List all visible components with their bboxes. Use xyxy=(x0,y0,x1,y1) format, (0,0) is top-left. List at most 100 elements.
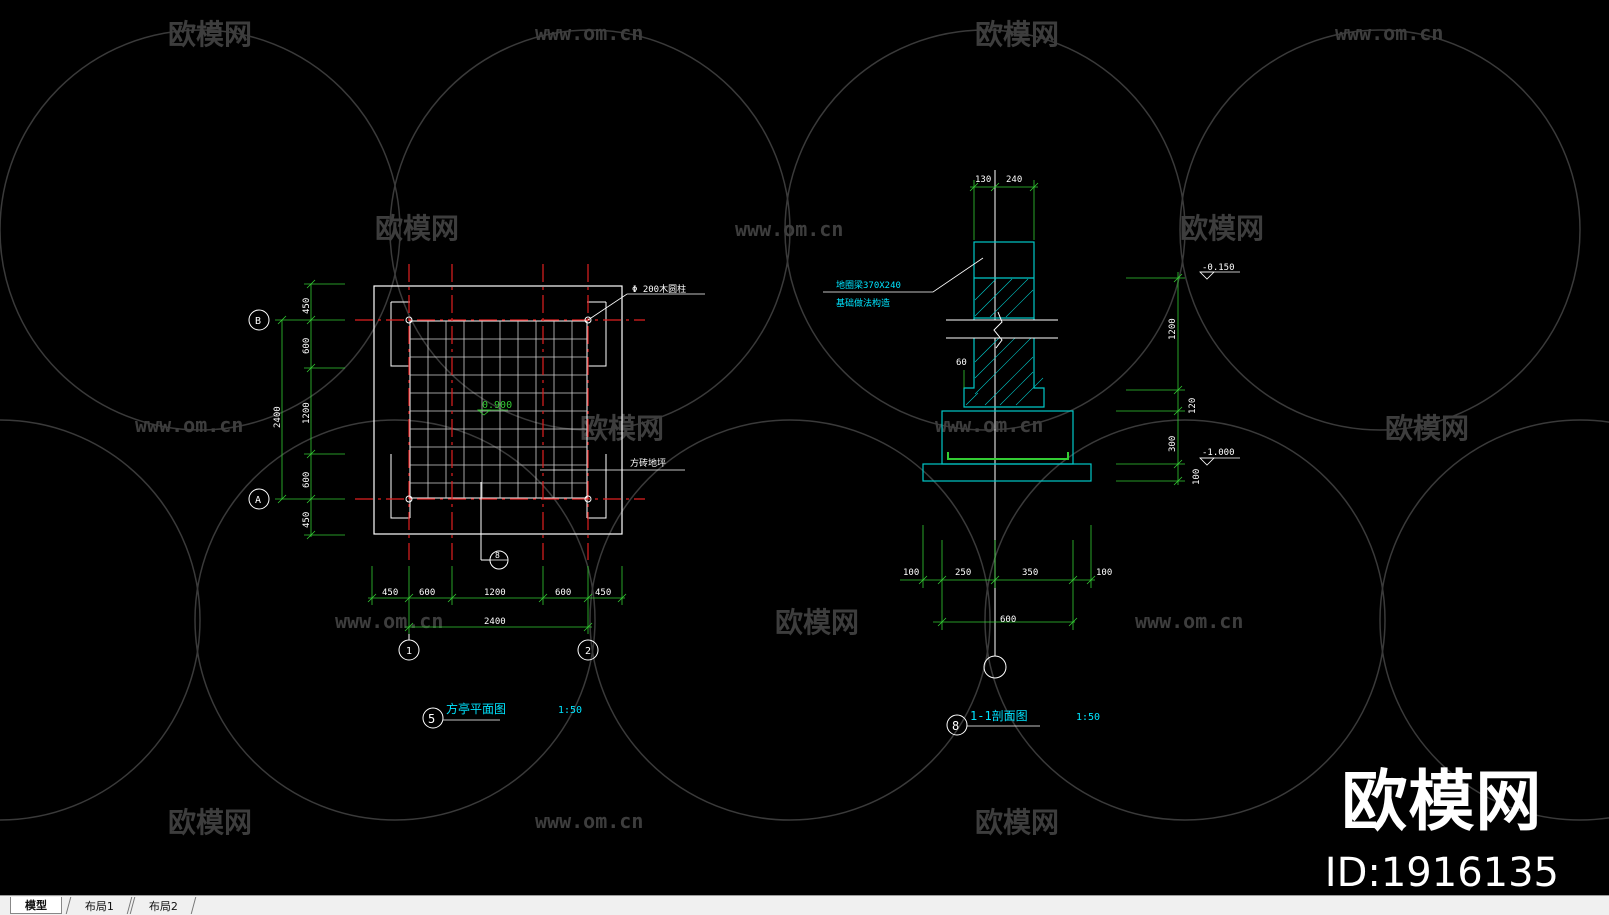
section-rebar xyxy=(947,452,1069,460)
id-watermark: 欧模网 ID:1916135 xyxy=(1325,748,1559,896)
svg-text:A: A xyxy=(255,495,261,506)
level-bottom: -1.000 xyxy=(1202,448,1235,458)
dim-text: 300 xyxy=(1168,436,1178,452)
watermark-brand: 欧模网 xyxy=(168,18,252,51)
column-note: Φ 200木圆柱 xyxy=(632,283,686,295)
dim-total: 2400 xyxy=(484,617,506,627)
section-title-block: 8 1-1剖面图 1:50 xyxy=(946,709,1100,736)
section-axis-bubble xyxy=(983,655,1007,679)
section-top-dimensions xyxy=(969,180,1039,240)
section-cut-marker: 8 xyxy=(480,482,509,570)
dim-text: 600 xyxy=(302,472,312,488)
plan-bottom-dim-texts: 450 600 1200 600 450 2400 xyxy=(382,588,611,627)
watermark-url: www.om.cn xyxy=(1135,609,1243,633)
grid-bubble-2 xyxy=(577,639,599,661)
floor-note: 方砖地坪 xyxy=(630,457,666,469)
plan-floor-outline xyxy=(409,320,588,499)
dim-text: 240 xyxy=(1006,175,1022,185)
plan-left-dimensions xyxy=(275,279,345,540)
level-text: 0.900 xyxy=(482,400,512,411)
section-drawing[interactable]: 130 240 xyxy=(823,170,1240,736)
column-icon xyxy=(584,495,592,503)
dim-text: 350 xyxy=(1022,568,1038,578)
layout-tab-bar: 模型 布局1 布局2 xyxy=(0,895,1609,915)
grid-bubble-1 xyxy=(398,639,420,661)
plan-title: 方亭平面图 xyxy=(446,701,506,716)
watermark-url: www.om.cn xyxy=(135,413,243,437)
dim-text: 450 xyxy=(302,512,312,528)
tab-layout2[interactable]: 布局2 xyxy=(129,897,197,914)
watermark-pattern xyxy=(0,29,1609,821)
svg-text:B: B xyxy=(255,316,261,327)
dim-total: 600 xyxy=(1000,615,1016,625)
plan-grid-bubbles-left: B A xyxy=(248,309,270,510)
dim-text: 1200 xyxy=(1168,318,1178,340)
section-hatch xyxy=(965,278,1044,406)
plan-scale: 1:50 xyxy=(558,705,582,716)
plan-left-dim-texts: 450 600 1200 600 450 2400 xyxy=(273,298,312,528)
wall-note-2: 基础做法构造 xyxy=(836,297,890,309)
section-cut-number: 8 xyxy=(495,551,500,560)
column-icon xyxy=(405,495,413,503)
watermark-url: www.om.cn xyxy=(535,809,643,833)
watermark-brand: 欧模网 xyxy=(1385,412,1469,445)
watermark-brand: 欧模网 xyxy=(975,18,1059,51)
dim-text: 100 xyxy=(1192,469,1202,485)
watermark-url: www.om.cn xyxy=(335,609,443,633)
plan-title-block: 5 方亭平面图 1:50 xyxy=(422,701,582,729)
section-title-number: 8 xyxy=(952,719,959,733)
watermark-brand: 欧模网 xyxy=(775,606,859,639)
plan-columns xyxy=(405,316,592,503)
cad-drawing-canvas[interactable]: 欧模网 www.om.cn 欧模网 www.om.cn 欧模网 www.om.c… xyxy=(0,0,1609,895)
tab-layout1[interactable]: 布局1 xyxy=(65,897,133,914)
svg-text:2: 2 xyxy=(585,646,591,657)
watermark-url: www.om.cn xyxy=(735,217,843,241)
watermark-url: www.om.cn xyxy=(935,413,1043,437)
dim-text: 600 xyxy=(302,338,312,354)
tab-label: 模型 xyxy=(25,899,47,912)
section-break-line xyxy=(946,311,1058,349)
dim-text: 250 xyxy=(955,568,971,578)
dim-text: 450 xyxy=(302,298,312,314)
column-leader xyxy=(587,293,705,321)
grid-bubble-b xyxy=(248,309,270,331)
dim-text: 600 xyxy=(555,588,571,598)
dim-text: 1200 xyxy=(484,588,506,598)
section-scale: 1:50 xyxy=(1076,712,1100,723)
dim-text: 120 xyxy=(1188,398,1198,414)
watermark-brand: 欧模网 xyxy=(975,806,1059,839)
tab-label: 布局1 xyxy=(84,899,114,913)
section-bottom-dimensions xyxy=(900,525,1096,630)
dim-text: 100 xyxy=(903,568,919,578)
tab-model[interactable]: 模型 xyxy=(10,897,62,914)
dim-text: 450 xyxy=(595,588,611,598)
level-top: -0.150 xyxy=(1202,263,1235,273)
dim-text: 1200 xyxy=(302,402,312,424)
dim-total: 2400 xyxy=(273,406,283,428)
section-level-marks: -0.150 -1.000 xyxy=(1199,263,1240,466)
section-wall xyxy=(922,241,1092,482)
watermark-texts: 欧模网 www.om.cn 欧模网 www.om.cn 欧模网 www.om.c… xyxy=(135,18,1469,839)
plan-grid-bubbles-bottom: 1 2 xyxy=(398,634,599,661)
watermark-brand: 欧模网 xyxy=(375,212,459,245)
watermark-brand-large: 欧模网 xyxy=(1341,763,1543,840)
dim-text: 450 xyxy=(382,588,398,598)
dim-text: 130 xyxy=(975,175,991,185)
plan-level-marker: 0.900 xyxy=(476,400,512,416)
watermark-brand: 欧模网 xyxy=(1180,212,1264,245)
plan-drawing[interactable]: Φ 200木圆柱 方砖地坪 0.900 8 xyxy=(248,264,705,729)
plan-tile-grid xyxy=(410,321,587,498)
plan-title-number: 5 xyxy=(428,712,435,726)
section-title: 1-1剖面图 xyxy=(970,709,1028,723)
plan-corner-benches xyxy=(390,301,607,519)
wall-note-leader xyxy=(823,257,984,293)
watermark-brand: 欧模网 xyxy=(168,806,252,839)
dim-text: 100 xyxy=(1096,568,1112,578)
wall-note-1: 地圈梁370X240 xyxy=(836,279,901,291)
section-right-dimensions xyxy=(1116,272,1185,486)
plan-axis-lines xyxy=(355,264,645,560)
grid-bubble-a xyxy=(248,488,270,510)
svg-text:1: 1 xyxy=(406,646,412,657)
column-icon xyxy=(405,316,413,324)
dim-text: 600 xyxy=(419,588,435,598)
